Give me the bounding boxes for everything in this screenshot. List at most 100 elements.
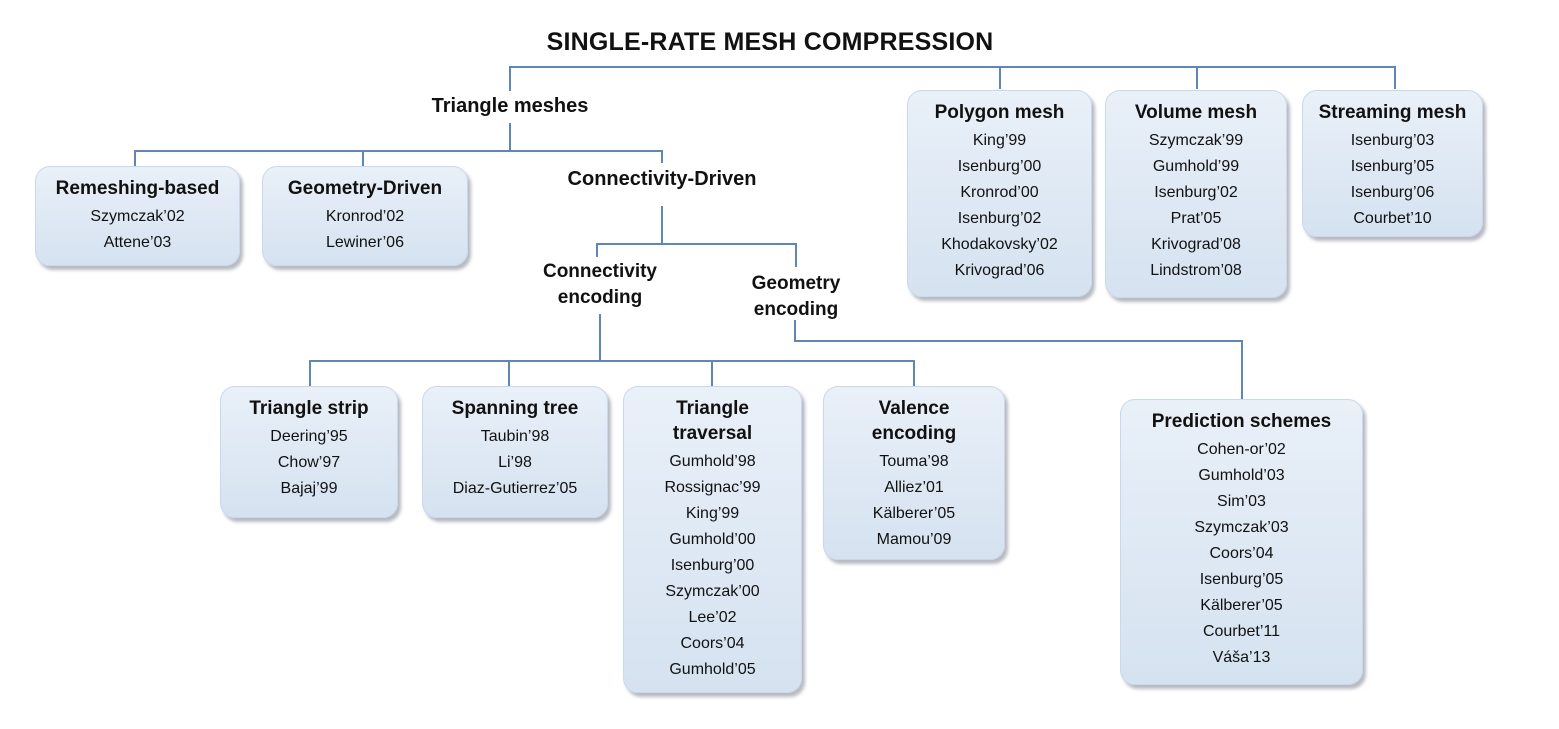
connector-connectivity-driven-down <box>661 206 663 244</box>
label-geometry-encoding: Geometry encoding <box>751 273 841 320</box>
citation-entry: Kronrod’02 <box>325 208 405 225</box>
connector-root-to-polygon-mesh <box>999 66 1001 89</box>
citation-entry: Lewiner’06 <box>326 234 404 251</box>
citation-entry: Isenburg’05 <box>1199 571 1284 588</box>
citation-entry: Lindstrom’08 <box>1150 262 1242 279</box>
citation-entry: Lee’02 <box>688 609 737 626</box>
citation-entry: Chow’97 <box>277 454 341 471</box>
connector-to-geometry-encoding <box>795 243 797 267</box>
label-connectivity-driven: Connectivity-Driven <box>567 168 757 190</box>
citation-entry: Bajaj’99 <box>280 480 338 497</box>
citation-entry: King’99 <box>972 132 1027 149</box>
citation-entry: Krivograd’06 <box>954 262 1045 279</box>
citation-entry: Isenburg’06 <box>1350 184 1435 201</box>
citation-entry: Isenburg’02 <box>1154 184 1238 201</box>
citation-entry: Courbet’11 <box>1202 623 1281 640</box>
citation-entry: Gumhold’05 <box>669 661 756 678</box>
citation-entry: Taubin’98 <box>480 428 550 445</box>
citation-entry: Gumhold’03 <box>1198 467 1285 484</box>
citation-entry: Szymczak’02 <box>90 208 185 225</box>
citation-entry: Gumhold’98 <box>669 453 756 470</box>
citation-entry: Sim’03 <box>1217 493 1266 510</box>
citation-entry: Deering’95 <box>270 428 348 445</box>
box-title: Spanning tree <box>451 398 579 419</box>
citation-entry: Kälberer’05 <box>872 505 956 522</box>
citation-entry: Isenburg’02 <box>957 210 1042 227</box>
citation-entry: Courbet’10 <box>1353 210 1432 227</box>
connector-to-connectivity-driven <box>661 150 663 163</box>
diagram-title: SINGLE-RATE MESH COMPRESSION <box>546 28 994 56</box>
connector-to-remeshing-based <box>134 150 136 166</box>
citation-entry: King’99 <box>685 505 740 522</box>
box-title: Triangle strip <box>249 398 369 419</box>
citation-entry: Krivograd’08 <box>1151 236 1241 253</box>
label-triangle-meshes: Triangle meshes <box>431 95 589 117</box>
connector-root-to-streaming-mesh <box>1394 66 1396 89</box>
box-title: Triangle traversal <box>672 398 753 444</box>
box-title: Volume mesh <box>1134 102 1258 123</box>
citation-entry: Isenburg’00 <box>670 557 755 574</box>
citation-entry: Szymczak’03 <box>1194 519 1289 536</box>
connector-triangle-meshes-horizontal <box>134 150 663 152</box>
citation-entry: Khodakovsky’02 <box>941 236 1058 253</box>
connector-root-to-volume-mesh <box>1196 66 1198 89</box>
connector-to-spanning-tree <box>508 360 510 386</box>
connector-to-triangle-strip <box>309 360 311 386</box>
citation-entry: Rossignac’99 <box>664 479 761 496</box>
citation-entry: Isenburg’05 <box>1350 158 1435 175</box>
citation-entry: Coors’04 <box>680 635 745 652</box>
citation-entry: Szymczak’00 <box>665 583 760 600</box>
citation-entry: Attene’03 <box>103 234 172 251</box>
connector-triangle-meshes-down <box>509 123 511 151</box>
box-title: Geometry-Driven <box>287 178 443 199</box>
box-title: Prediction schemes <box>1151 411 1332 432</box>
connector-connectivity-driven-horizontal <box>596 243 797 245</box>
connector-connectivity-encoding-down <box>599 314 601 362</box>
citation-entry: Isenburg’00 <box>957 158 1042 175</box>
connector-root-horizontal <box>510 66 1396 68</box>
citation-entry: Alliez’01 <box>884 479 944 496</box>
connector-to-valence-encoding <box>913 360 915 386</box>
connector-to-triangle-traversal <box>711 360 713 386</box>
connector-connectivity-encoding-horizontal <box>309 360 915 362</box>
connector-to-geometry-driven <box>362 150 364 166</box>
citation-entry: Mamou’09 <box>876 531 952 548</box>
box-title: Streaming mesh <box>1318 102 1467 123</box>
citation-entry: Diaz-Gutierrez’05 <box>452 480 578 497</box>
citation-entry: Cohen-or’02 <box>1197 441 1286 458</box>
citation-entry: Isenburg’03 <box>1350 132 1435 149</box>
box-title: Remeshing-based <box>55 178 220 199</box>
label-connectivity-encoding: Connectivity encoding <box>542 261 658 308</box>
citation-entry: Prat’05 <box>1170 210 1222 227</box>
citation-entry: Kälberer’05 <box>1200 597 1283 614</box>
box-title: Polygon mesh <box>934 102 1065 123</box>
citation-entry: Gumhold’00 <box>669 531 756 548</box>
citation-entry: Gumhold’99 <box>1152 158 1240 175</box>
citation-entry: Li’98 <box>498 454 532 471</box>
connector-to-prediction-schemes <box>1241 340 1243 399</box>
box-title: Valence encoding <box>871 398 957 444</box>
citation-entry: Kronrod’00 <box>960 184 1039 201</box>
connector-geometry-encoding-down <box>794 320 796 342</box>
citation-entry: Touma’98 <box>879 453 949 470</box>
connector-root-to-triangle-meshes <box>509 66 511 91</box>
